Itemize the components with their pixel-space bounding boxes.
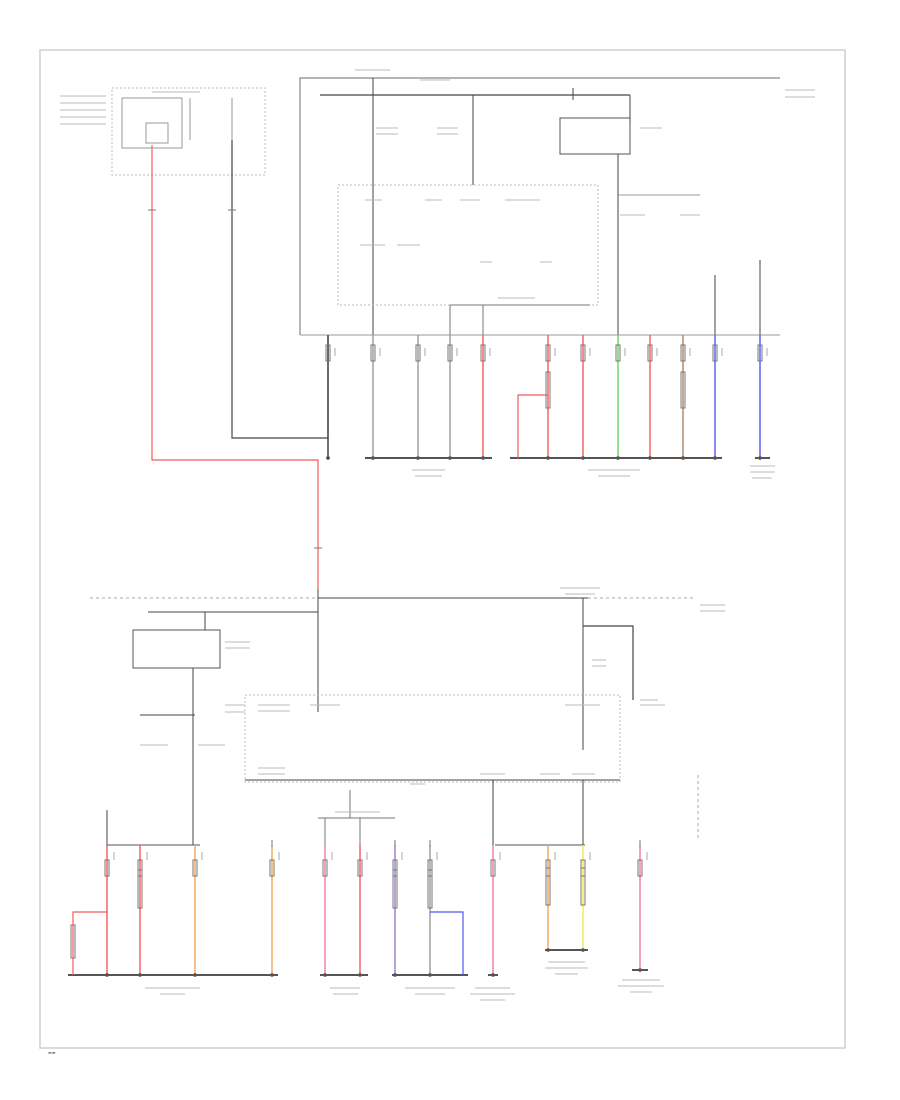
upper-wire-9 xyxy=(647,335,658,460)
lower-splice-2 xyxy=(392,869,398,909)
lower-wire-5 xyxy=(322,845,333,977)
upper-splice-2 xyxy=(680,371,686,409)
lower-splice-3 xyxy=(427,869,433,909)
upper-ground-bars xyxy=(365,394,775,479)
upper-wire-3 xyxy=(415,335,426,460)
relay-black-wire xyxy=(231,140,329,439)
hood-feed-wire xyxy=(151,145,319,590)
lower-module xyxy=(90,587,725,846)
lower-wire-4 xyxy=(269,845,280,977)
upper-wire-7 xyxy=(580,335,591,460)
lower-splice-1 xyxy=(137,869,143,909)
lower-wire-3 xyxy=(192,845,203,977)
upper-wire-11 xyxy=(712,335,723,460)
upper-connector-pins xyxy=(325,335,768,460)
upper-wire-2 xyxy=(370,335,381,460)
upper-splice-1 xyxy=(545,371,551,409)
lower-splice-4 xyxy=(545,867,551,906)
lower-wire-6 xyxy=(357,845,368,977)
upper-wire-12 xyxy=(757,335,768,460)
lower-wire-9 xyxy=(490,845,501,977)
page-tag: ▬▬ xyxy=(48,1050,56,1055)
lower-connector-pins xyxy=(70,840,648,977)
lower-wire-7 xyxy=(392,845,403,977)
upper-wire-5 xyxy=(480,335,491,460)
lower-wire-12 xyxy=(637,845,648,972)
diagram-frame xyxy=(39,49,846,1049)
upper-wire-8 xyxy=(615,335,626,460)
lower-wire-1 xyxy=(104,845,115,977)
lower-splice-5 xyxy=(580,867,586,906)
upper-wire-1 xyxy=(325,335,336,460)
lower-wire-8 xyxy=(427,845,438,977)
top-left-relay-box xyxy=(60,87,266,176)
upper-module xyxy=(299,69,815,336)
upper-wire-4 xyxy=(447,335,458,460)
lower-ground-bars xyxy=(68,911,664,1001)
lower-wire-2 xyxy=(137,845,148,977)
